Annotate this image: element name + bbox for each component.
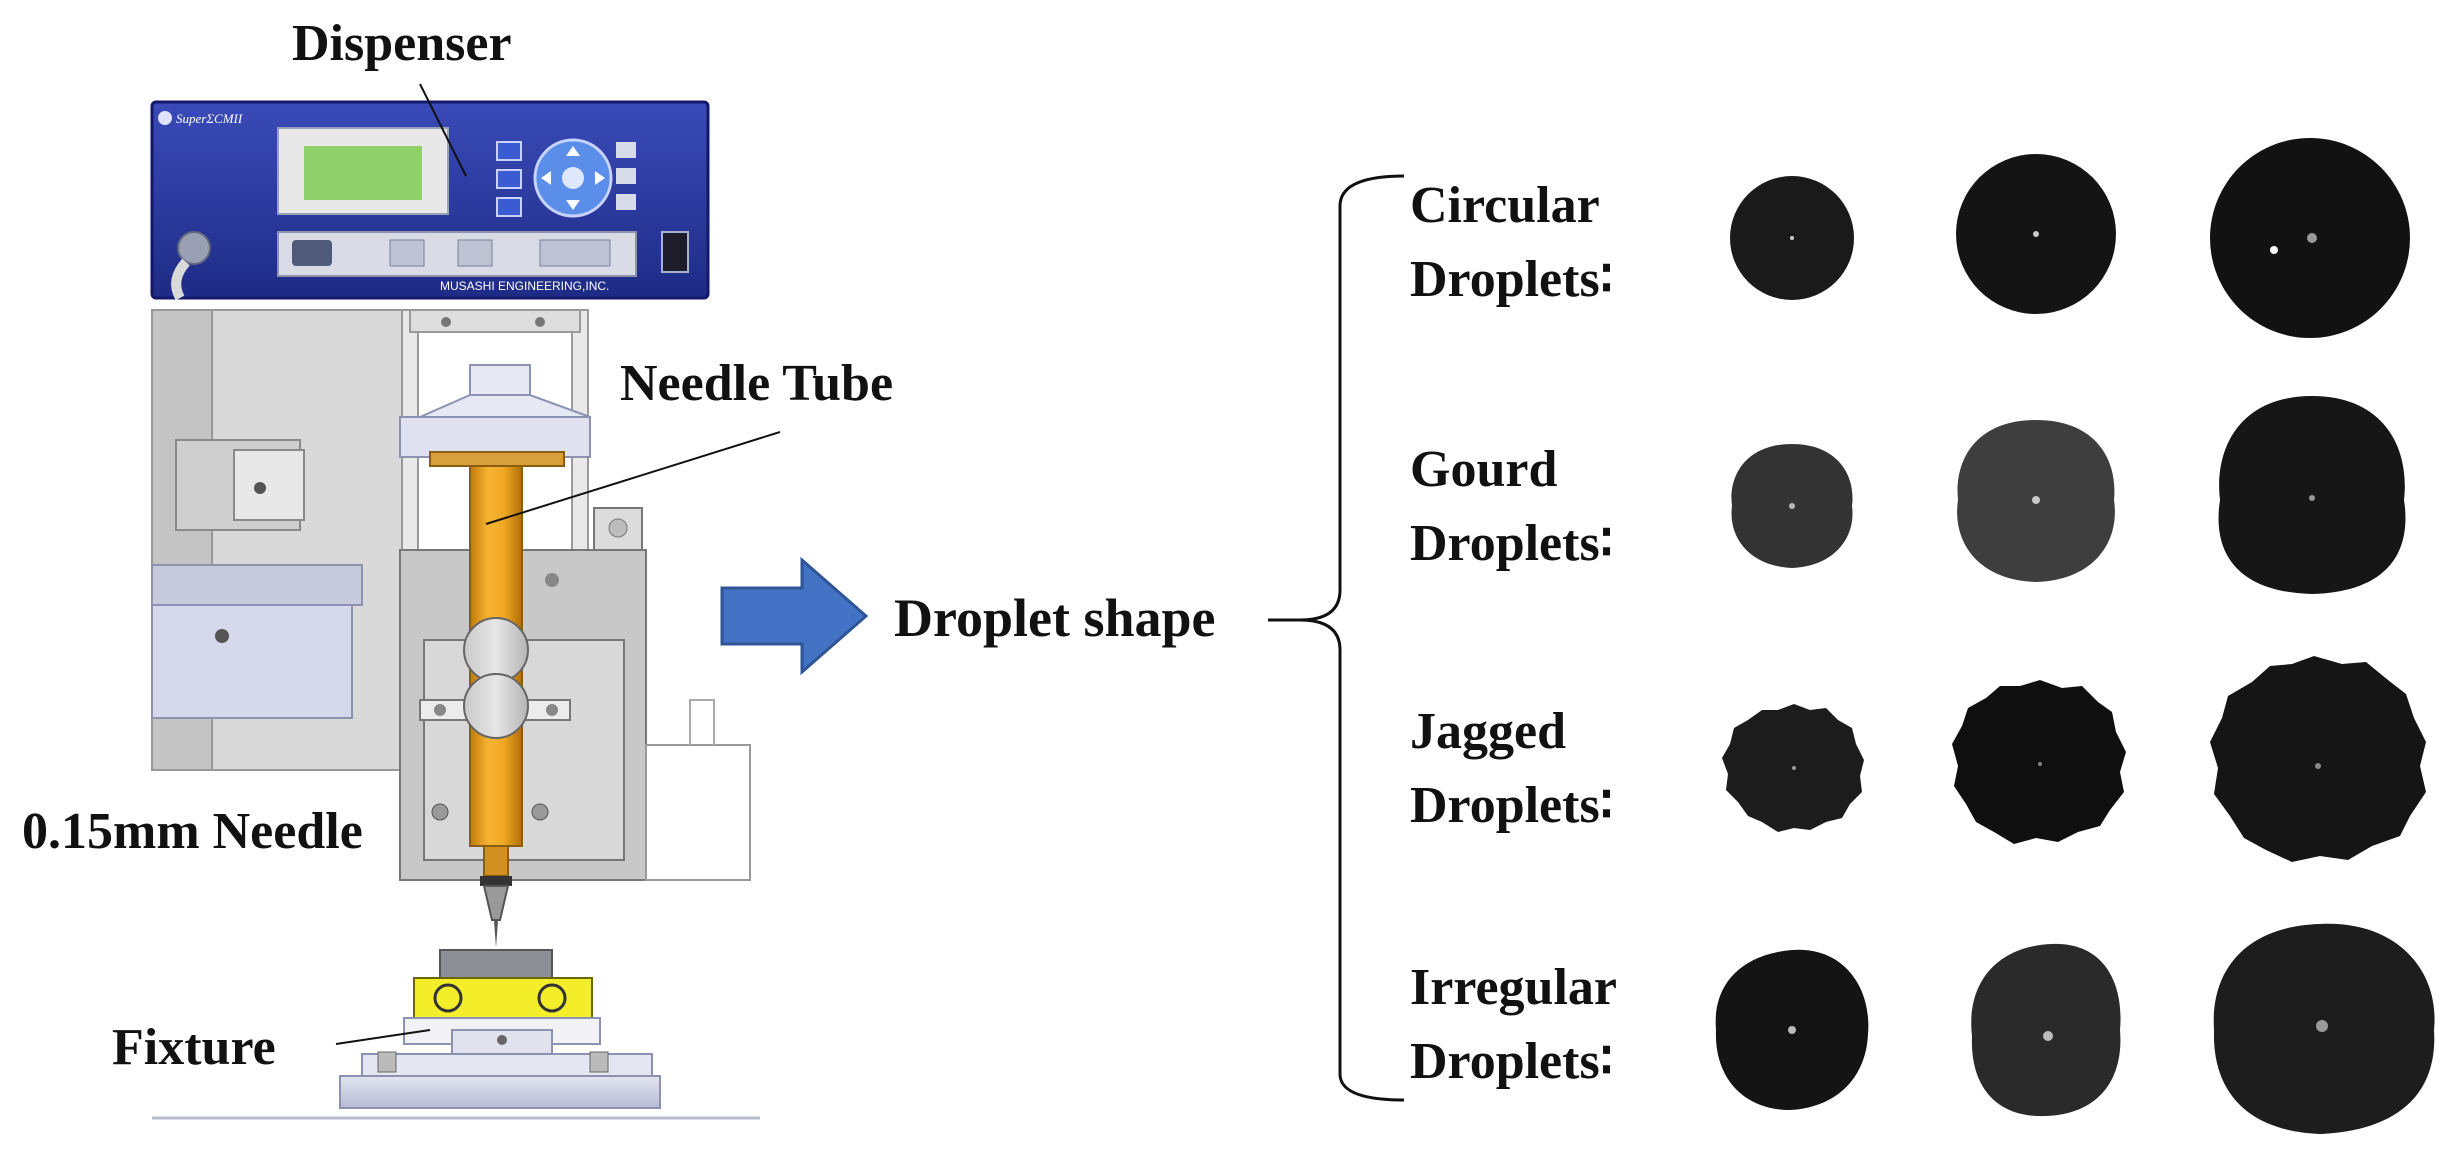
gourd-droplet-large <box>2218 396 2406 594</box>
brand-logo-icon <box>158 111 172 125</box>
irregular-droplet-large <box>2213 923 2435 1134</box>
jagged-droplet-medium <box>1952 680 2126 844</box>
circular-droplet-small <box>1730 176 1854 300</box>
needle-tube-leader-line <box>485 431 781 525</box>
label-leader-lines <box>335 83 781 1045</box>
circular-droplet-medium <box>1956 154 2116 314</box>
dispenser-maker-text: MUSASHI ENGINEERING,INC. <box>440 279 609 293</box>
gourd-droplet-medium <box>1957 420 2115 582</box>
fixture-stage <box>152 949 760 1120</box>
row-label-irregular-line1: Irregular <box>1410 959 1617 1016</box>
row-label-circular-line2: Droplets∶ <box>1410 251 1613 308</box>
dispensing-machine-illustration: SuperΣCMII MUSASHI ENGINEERING,INC. <box>150 100 760 1120</box>
left-support-bracket <box>151 309 411 771</box>
row-label-jagged-line2: Droplets∶ <box>1410 777 1613 834</box>
row-labels: Circular Droplets∶ Gourd Droplets∶ Jagge… <box>1410 177 1617 1090</box>
needle-label: 0.15mm Needle <box>22 803 363 860</box>
curly-brace <box>1268 174 1405 1102</box>
fixture-label: Fixture <box>112 1019 276 1076</box>
needle-tube-label: Needle Tube <box>620 355 893 412</box>
needle-tube-syringe <box>463 465 529 877</box>
side-fitting <box>645 699 751 881</box>
dispenser-label: Dispenser <box>292 15 512 72</box>
row-label-gourd-line2: Droplets∶ <box>1410 515 1613 572</box>
right-arrow-icon <box>720 556 869 676</box>
dispenser-display-screen <box>304 146 422 200</box>
dispenser-dpad-icon <box>533 138 613 218</box>
irregular-droplet-medium <box>1971 943 2121 1117</box>
roller-upper <box>463 617 529 683</box>
needle-tube-clamp <box>399 364 591 467</box>
irregular-droplet-small <box>1715 949 1869 1110</box>
row-label-irregular-line2: Droplets∶ <box>1410 1033 1613 1090</box>
circular-droplet-large <box>2210 138 2410 338</box>
row-label-gourd-line1: Gourd <box>1410 441 1557 498</box>
droplet-shape-label: Droplet shape <box>894 588 1216 648</box>
row-label-circular-line1: Circular <box>1410 177 1600 234</box>
dispenser-leader-line <box>419 83 467 177</box>
dispenser-brand-text: SuperΣCMII <box>176 111 243 126</box>
jagged-droplet-small <box>1722 704 1864 832</box>
row-label-jagged-line1: Jagged <box>1410 703 1566 760</box>
gourd-droplet-small <box>1731 444 1853 568</box>
jagged-droplet-large <box>2210 656 2426 862</box>
roller-lower <box>463 673 529 739</box>
dispenser-cable-icon <box>171 231 211 301</box>
fixture-leader-line <box>335 1029 431 1045</box>
dispenser-controller: SuperΣCMII MUSASHI ENGINEERING,INC. <box>150 100 710 301</box>
needle-tip <box>480 876 512 948</box>
droplet-grid <box>1715 138 2435 1134</box>
